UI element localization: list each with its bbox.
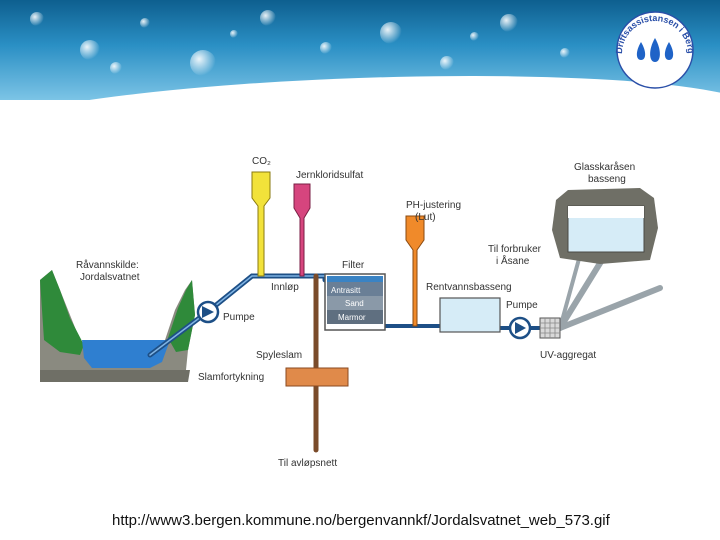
bubble bbox=[80, 40, 100, 60]
label-to-consumer-line2: i Åsane bbox=[496, 254, 530, 267]
bubble bbox=[230, 30, 238, 38]
label-pump-right: Pumpe bbox=[506, 300, 538, 311]
bubble bbox=[500, 14, 518, 32]
label-glass-basin-line2: basseng bbox=[588, 174, 626, 185]
label-filter-layer-antrasitt: Antrasitt bbox=[331, 286, 361, 295]
label-glass-basin-line1: Glasskaråsen bbox=[574, 161, 635, 173]
logo: Driftsassistansen i Bergen bbox=[608, 8, 696, 89]
label-filter: Filter bbox=[342, 260, 365, 271]
glasskarasen-basin bbox=[552, 188, 658, 264]
filter-unit bbox=[324, 273, 386, 331]
pump-left-icon bbox=[196, 300, 220, 324]
water-treatment-diagram: Råvannskilde: Jordalsvatnet Pumpe CO₂ Je… bbox=[40, 156, 663, 469]
label-co2: CO₂ bbox=[252, 156, 271, 167]
label-sewer: Til avløpsnett bbox=[278, 458, 337, 469]
label-flush-sludge: Spyleslam bbox=[256, 350, 302, 361]
bubble bbox=[470, 32, 479, 41]
bubble bbox=[260, 10, 276, 26]
bubble bbox=[380, 22, 402, 44]
label-thickening: Slamfortykning bbox=[198, 372, 264, 383]
label-pump-left: Pumpe bbox=[223, 312, 255, 323]
pump-right-icon bbox=[508, 316, 532, 340]
source-url: http://www3.bergen.kommune.no/bergenvann… bbox=[112, 512, 610, 529]
label-clean-basin: Rentvannsbasseng bbox=[426, 282, 512, 293]
label-uv: UV-aggregat bbox=[540, 350, 596, 361]
label-source-line1: Råvannskilde: bbox=[76, 259, 139, 271]
pipes bbox=[147, 246, 663, 453]
clean-water-basin bbox=[439, 297, 501, 333]
raw-water-source bbox=[40, 270, 195, 382]
bubble bbox=[140, 18, 150, 28]
label-ferric: Jernkloridsulfat bbox=[296, 170, 363, 181]
label-source-line2: Jordalsvatnet bbox=[80, 272, 140, 283]
bubble bbox=[560, 48, 570, 58]
ph-dosing-tank bbox=[405, 215, 425, 327]
bubble bbox=[320, 42, 332, 54]
label-inlet: Innløp bbox=[271, 282, 299, 293]
bubble bbox=[110, 62, 122, 74]
co2-dosing-tank bbox=[251, 171, 271, 277]
bubble bbox=[30, 12, 44, 26]
label-filter-layer-sand: Sand bbox=[345, 299, 364, 308]
sludge-thickener bbox=[285, 367, 349, 387]
uv-unit bbox=[539, 317, 561, 339]
bubble bbox=[440, 56, 454, 70]
label-ph-line1: PH-justering bbox=[406, 200, 461, 211]
bubble bbox=[190, 50, 216, 76]
ferric-dosing-tank bbox=[293, 183, 311, 277]
diagram-labels: Råvannskilde: Jordalsvatnet Pumpe CO₂ Je… bbox=[76, 156, 635, 469]
label-to-consumer-line1: Til forbruker bbox=[488, 244, 542, 255]
header-banner: Driftsassistansen i Bergen bbox=[0, 0, 720, 100]
water-drops-icon bbox=[636, 38, 674, 62]
label-ph-line2: (Lut) bbox=[415, 212, 436, 223]
label-filter-layer-marmor: Marmor bbox=[338, 313, 366, 322]
